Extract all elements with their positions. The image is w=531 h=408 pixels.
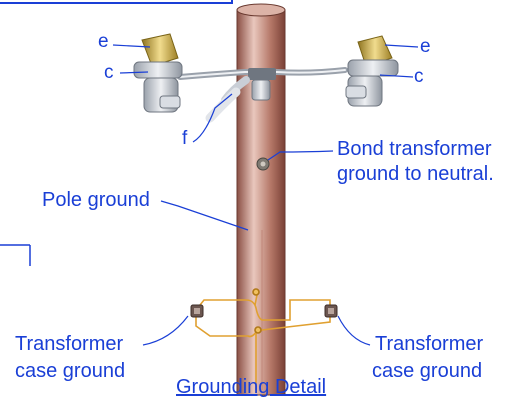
label-c-left: c — [104, 62, 114, 83]
label-bond-line1: Bond transformer — [337, 138, 492, 160]
label-e-left: e — [98, 31, 109, 52]
diagram-title: Grounding Detail — [176, 376, 327, 398]
left-case-ground-clamp — [190, 304, 204, 318]
crossarm — [177, 67, 348, 123]
label-bond-line2: ground to neutral. — [337, 163, 494, 185]
label-pole-ground: Pole ground — [42, 189, 150, 211]
bond-clamp — [256, 157, 270, 171]
left-insulator — [133, 33, 183, 113]
label-transformer-left-line1: Transformer — [15, 333, 124, 355]
right-case-ground-clamp — [324, 304, 338, 318]
label-transformer-left-line2: case ground — [15, 360, 126, 382]
label-transformer-right-line1: Transformer — [375, 333, 484, 355]
label-transformer-right-line2: case ground — [372, 360, 483, 382]
top-border-fragment — [0, 0, 233, 4]
leader-lines — [112, 44, 419, 346]
label-f: f — [182, 128, 188, 149]
right-insulator — [345, 35, 399, 107]
ground-wiring — [195, 288, 331, 390]
label-c-right: c — [414, 66, 424, 87]
label-e-right: e — [420, 36, 431, 57]
left-bracket-fragment — [0, 244, 31, 266]
